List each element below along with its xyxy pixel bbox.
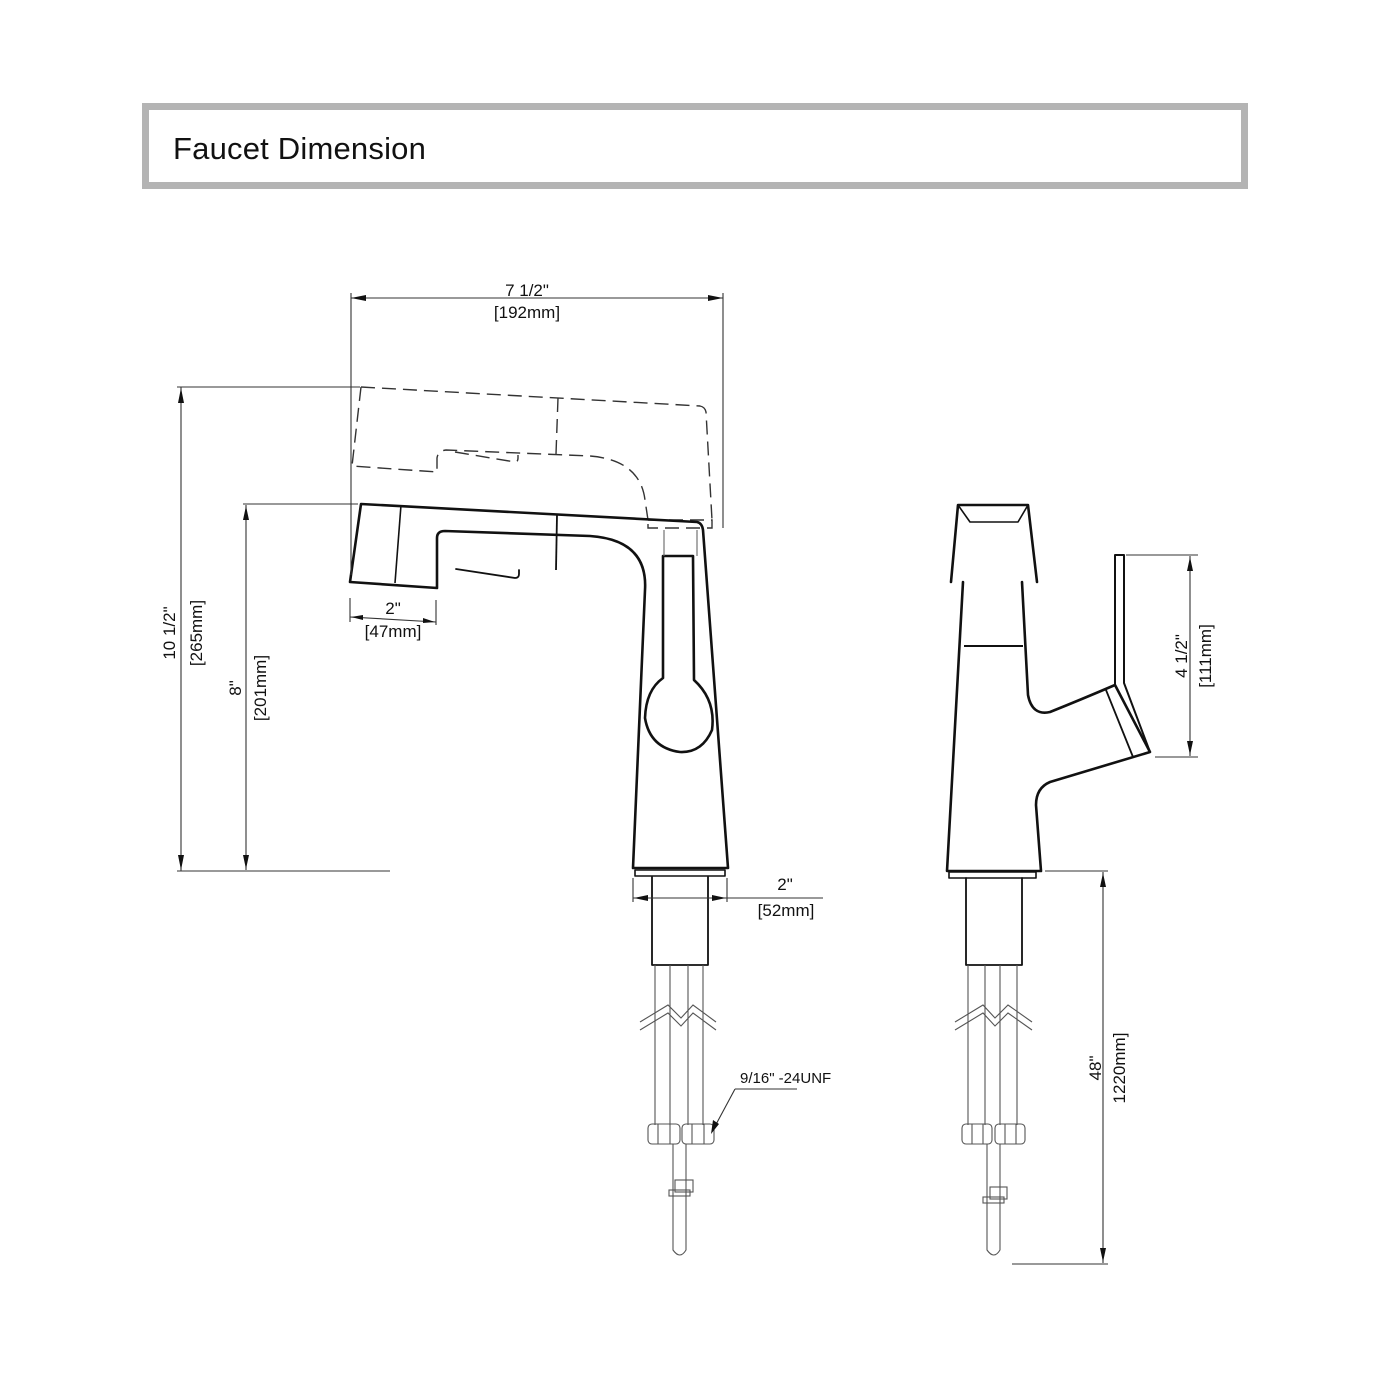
spout-reach-imperial: 7 1/2" (505, 281, 549, 300)
base-diameter-metric: [52mm] (758, 901, 815, 920)
dimension-spout-height: 8" [201mm] (226, 503, 358, 870)
handle-height-metric: [111mm] (1196, 624, 1215, 688)
hose-length-imperial: 48" (1086, 1056, 1105, 1081)
side-view: 4 1/2" [111mm] 48" 1220mm] (945, 503, 1215, 1265)
base-and-shank (634, 869, 726, 1256)
dimension-overall-height: 10 1/2" [265mm] (160, 386, 390, 872)
handle-height-imperial: 4 1/2" (1172, 634, 1191, 678)
dimension-handle-height: 4 1/2" [111mm] (1126, 554, 1215, 758)
side-base-and-shank (948, 871, 1037, 1256)
spout-reach-metric: [192mm] (494, 303, 560, 322)
callout-connection-thread: 9/16" -24UNF (711, 1070, 831, 1134)
side-body (945, 503, 1152, 873)
extended-spray-head-outline (351, 386, 713, 529)
dimension-base-diameter: 2" [52mm] (632, 875, 823, 920)
connection-thread-label: 9/16" -24UNF (740, 1070, 831, 1087)
front-view: 7 1/2" [192mm] 10 1/2" [265mm] 8" [201mm… (160, 281, 831, 1256)
base-diameter-imperial: 2" (777, 875, 793, 894)
spout-height-metric: [201mm] (251, 655, 270, 721)
spout-height-imperial: 8" (226, 680, 245, 696)
dimension-spray-head: 2" [47mm] (349, 598, 437, 641)
dimension-spout-reach: 7 1/2" [192mm] (350, 281, 724, 575)
overall-height-imperial: 10 1/2" (160, 606, 179, 659)
lever-handle (643, 530, 714, 754)
spray-head-metric: [47mm] (365, 622, 422, 641)
spray-head-imperial: 2" (385, 599, 401, 618)
page-title: Faucet Dimension (173, 131, 427, 166)
hose-length-metric: 1220mm] (1110, 1033, 1129, 1104)
header-box: Faucet Dimension (142, 103, 1248, 189)
overall-height-metric: [265mm] (187, 600, 206, 666)
dimension-hose-length: 48" 1220mm] (1012, 870, 1129, 1265)
spout-body (348, 502, 730, 870)
